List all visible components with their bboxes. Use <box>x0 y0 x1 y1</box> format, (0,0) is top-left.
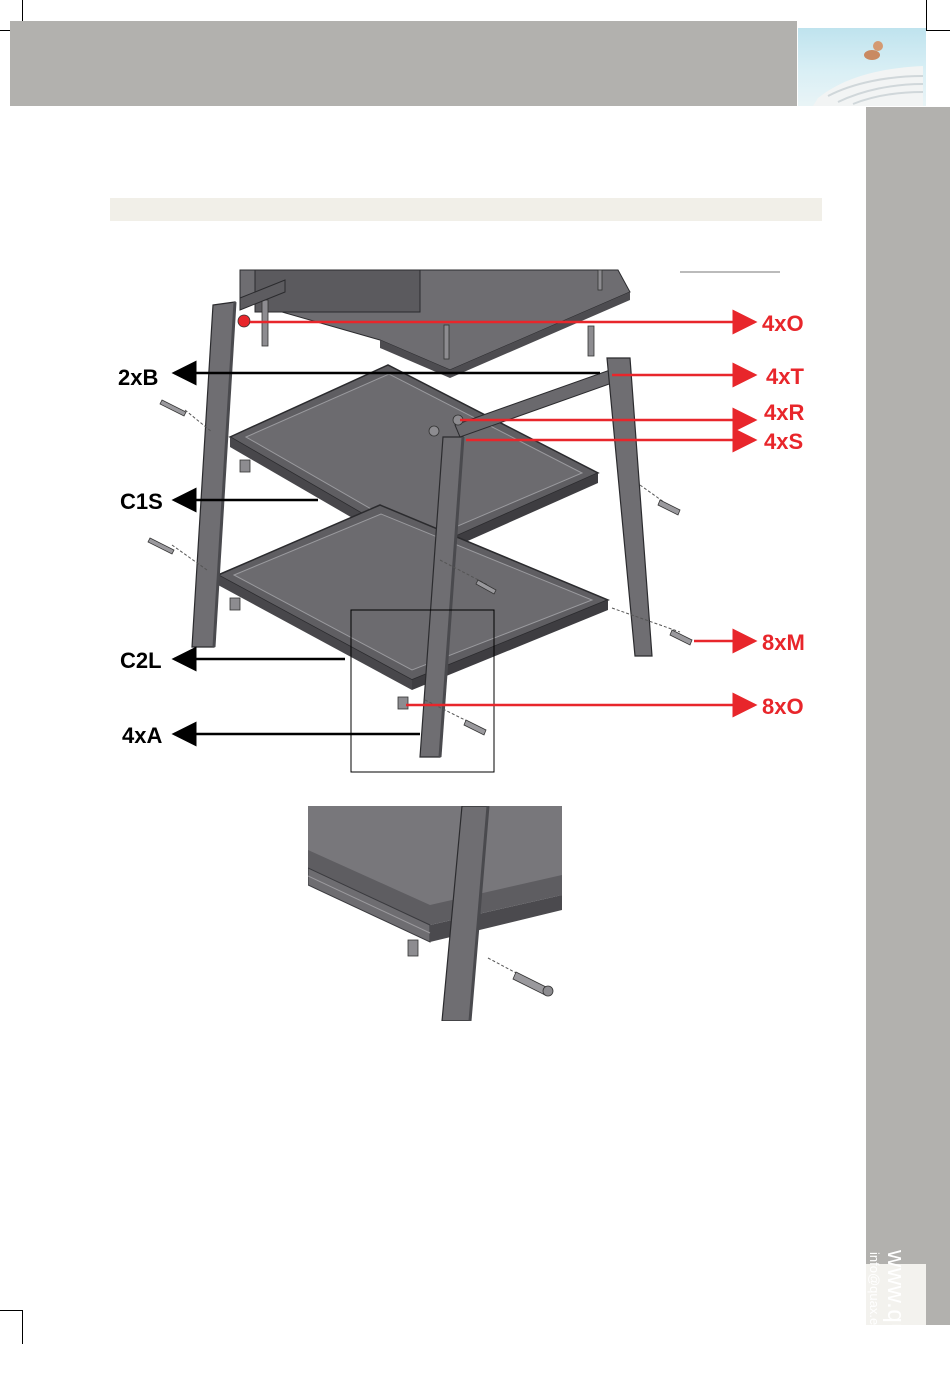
label-2xB: 2xB <box>118 365 158 390</box>
label-8xO: 8xO <box>762 694 804 719</box>
label-4xR: 4xR <box>764 400 804 425</box>
label-C2L: C2L <box>120 648 162 673</box>
label-4xS: 4xS <box>764 429 803 454</box>
label-8xM: 8xM <box>762 630 805 655</box>
label-4xT: 4xT <box>766 364 804 389</box>
label-4xO: 4xO <box>762 311 804 336</box>
main-assembly-drawing <box>148 270 780 772</box>
assembly-diagram: 2xB C1S C2L 4xA 4xO 4xT 4xR 4xS 8xM 8xO <box>0 0 950 1344</box>
label-C1S: C1S <box>120 489 163 514</box>
detail-view-drawing <box>308 806 563 1021</box>
label-4xA: 4xA <box>122 723 162 748</box>
